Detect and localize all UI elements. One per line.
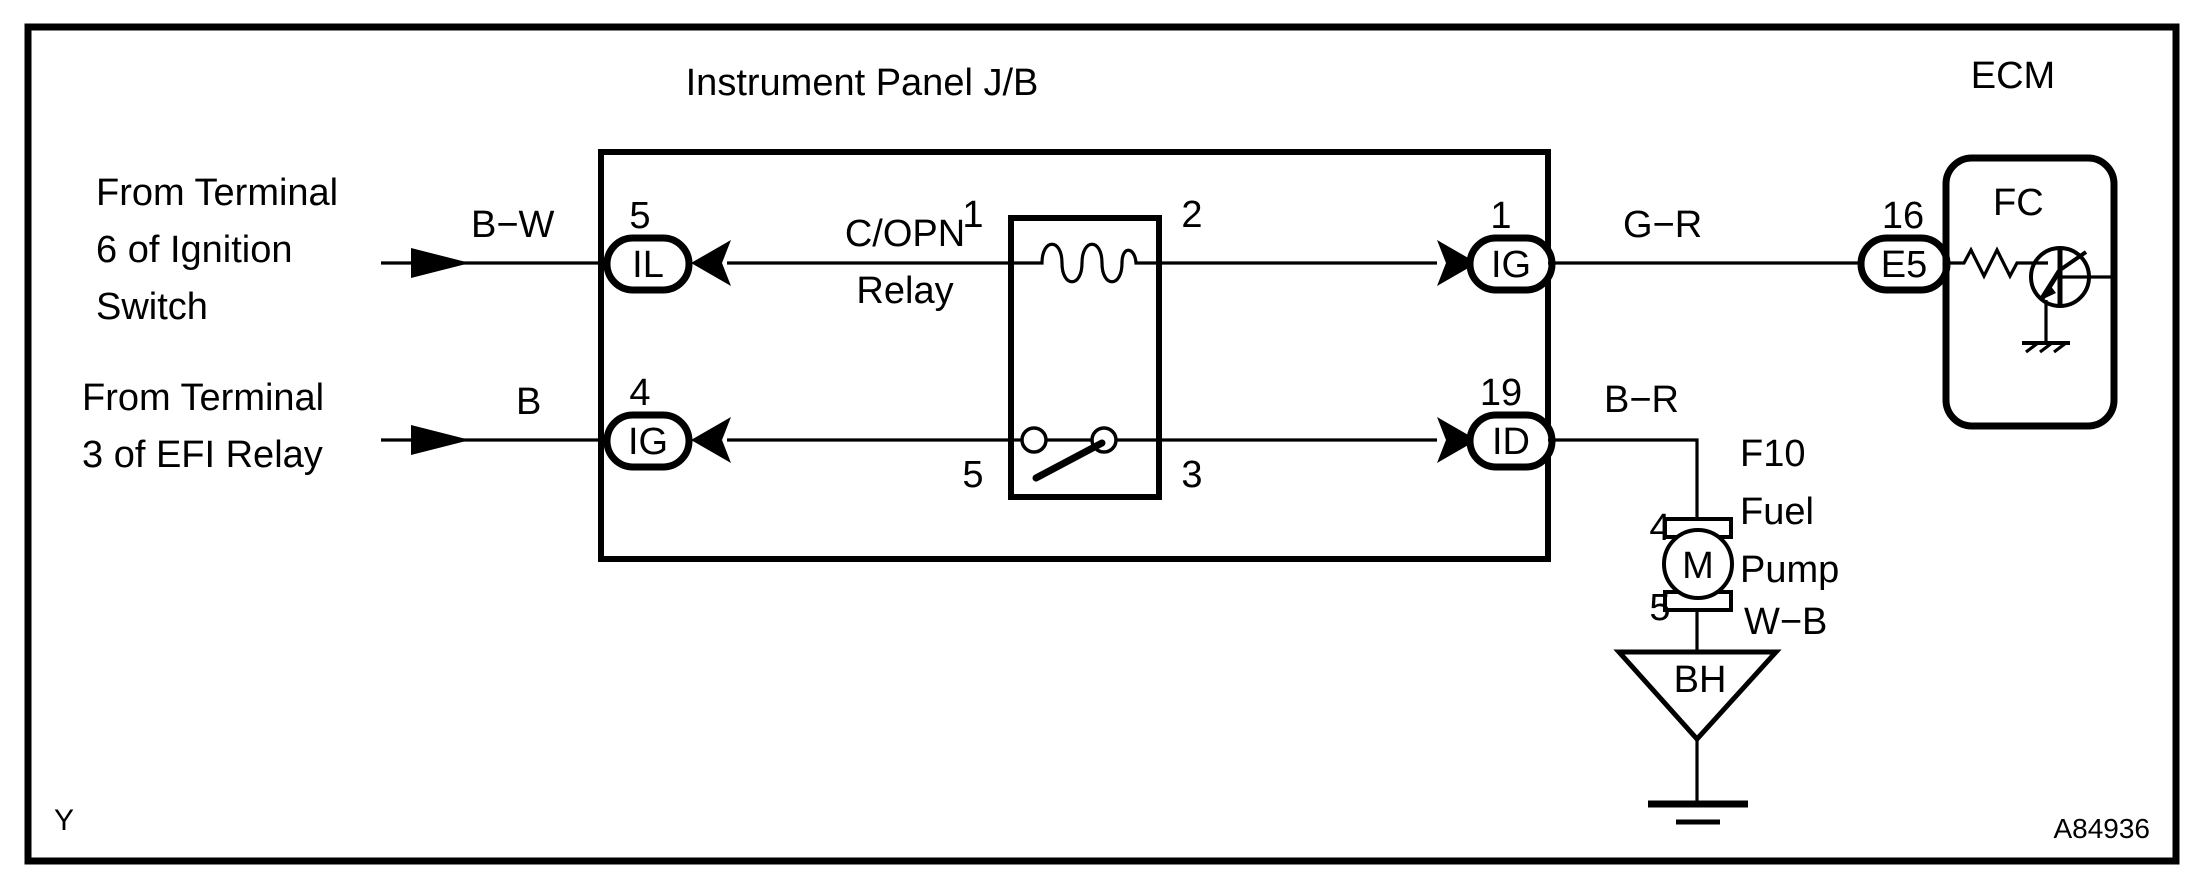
connector-ig1-code: IG — [1491, 244, 1531, 286]
relay-name-line2: Relay — [856, 270, 953, 312]
flow-arrow-efi — [411, 425, 470, 455]
relay-name-line1: C/OPN — [845, 213, 965, 255]
ecm-ground-hatch-2 — [2039, 341, 2053, 354]
fuel-pump-pin-bottom: 5 — [1649, 587, 1670, 629]
sheet-corner-label: Y — [54, 804, 74, 837]
relay-switch-pin-left: 5 — [962, 454, 983, 496]
connector-e5-pin: 16 — [1882, 195, 1924, 237]
bh-triangle — [1613, 649, 1782, 743]
ecm-transistor-symbol — [2022, 246, 2114, 354]
ecm-resistor-symbol — [1947, 246, 2030, 280]
bh-label: BH — [1674, 659, 1727, 701]
figure-code: A84936 — [2053, 813, 2150, 844]
wire-br-to-fuel-pump — [1548, 438, 1699, 547]
connector-ig4[interactable]: 4 IG — [603, 372, 731, 471]
ecm-ground-hatch-3 — [2053, 341, 2067, 354]
ground-connector-bh: BH — [1613, 649, 1782, 743]
connector-ig4-barb — [691, 417, 731, 463]
flow-arrow-ignition — [411, 248, 470, 278]
ecm-title: ECM — [1971, 55, 2055, 97]
wire-color-b-r: B−R — [1604, 379, 1679, 421]
motor-circle — [1662, 528, 1734, 600]
connector-id19-pin: 19 — [1480, 372, 1522, 414]
diagram-frame — [24, 23, 2180, 865]
relay-box — [1008, 215, 1162, 500]
relay-contact-left — [1020, 426, 1048, 454]
connector-id19-code: ID — [1492, 421, 1530, 463]
instrument-panel-jb-box — [598, 149, 1551, 562]
connector-ig4-pin: 4 — [629, 372, 650, 414]
ecm-box — [1942, 154, 2118, 430]
relay-coil-pin-left: 1 — [962, 194, 983, 236]
relay-switch-blade — [1032, 439, 1106, 482]
chassis-ground — [1648, 739, 1748, 825]
source-efi-relay: From Terminal 3 of EFI Relay — [82, 377, 324, 476]
connector-ig4-code: IG — [628, 421, 668, 463]
fuel-pump-labels: F10 Fuel Pump W−B — [1740, 433, 1839, 643]
fuel-pump-motor: 4 M 5 — [1649, 507, 1734, 629]
copn-relay: C/OPN Relay 1 2 5 3 — [845, 194, 1203, 500]
relay-coil-symbol — [1011, 242, 1159, 284]
connector-id19[interactable]: 19 ID — [1437, 372, 1556, 471]
connector-il-body — [603, 234, 693, 294]
connector-il-code: IL — [632, 244, 664, 286]
fuel-pump-line1: F10 — [1740, 433, 1805, 475]
connector-ig1[interactable]: 1 IG — [1437, 195, 1556, 294]
fuel-pump-line3: Pump — [1740, 549, 1839, 591]
connector-e5[interactable]: 16 E5 — [1857, 195, 1951, 294]
connector-ig1-pin: 1 — [1490, 195, 1511, 237]
connector-e5-code: E5 — [1881, 244, 1927, 286]
motor-symbol-label: M — [1682, 545, 1714, 587]
wire-color-w-b: W−B — [1744, 601, 1827, 643]
connector-id19-barb — [1437, 417, 1477, 463]
connector-ig1-barb — [1437, 240, 1477, 286]
wire-color-g-r: G−R — [1623, 204, 1702, 246]
source-efi-line2: 3 of EFI Relay — [82, 434, 323, 476]
ecm-ground-hatch-1 — [2025, 341, 2039, 354]
source-ignition-line3: Switch — [96, 286, 208, 328]
wire-color-b: B — [516, 381, 541, 423]
source-ignition-line1: From Terminal — [96, 172, 338, 214]
connector-il-pin: 5 — [629, 195, 650, 237]
ecm-terminal-label: FC — [1993, 182, 2044, 224]
source-ignition-line2: 6 of Ignition — [96, 229, 292, 271]
connector-il-barb — [691, 240, 731, 286]
wire-color-b-w: B−W — [471, 204, 555, 246]
source-efi-line1: From Terminal — [82, 377, 324, 419]
source-ignition-switch: From Terminal 6 of Ignition Switch — [96, 172, 338, 328]
transistor-emitter-arrow — [2041, 285, 2056, 300]
junction-box-title: Instrument Panel J/B — [686, 62, 1039, 104]
transistor-collector-slant — [2058, 250, 2088, 272]
relay-coil-pin-right: 2 — [1181, 194, 1202, 236]
relay-switch-pin-right: 3 — [1181, 454, 1202, 496]
fuel-pump-line2: Fuel — [1740, 491, 1814, 533]
connector-ig4-body — [603, 411, 693, 471]
connector-il[interactable]: 5 IL — [603, 195, 731, 294]
